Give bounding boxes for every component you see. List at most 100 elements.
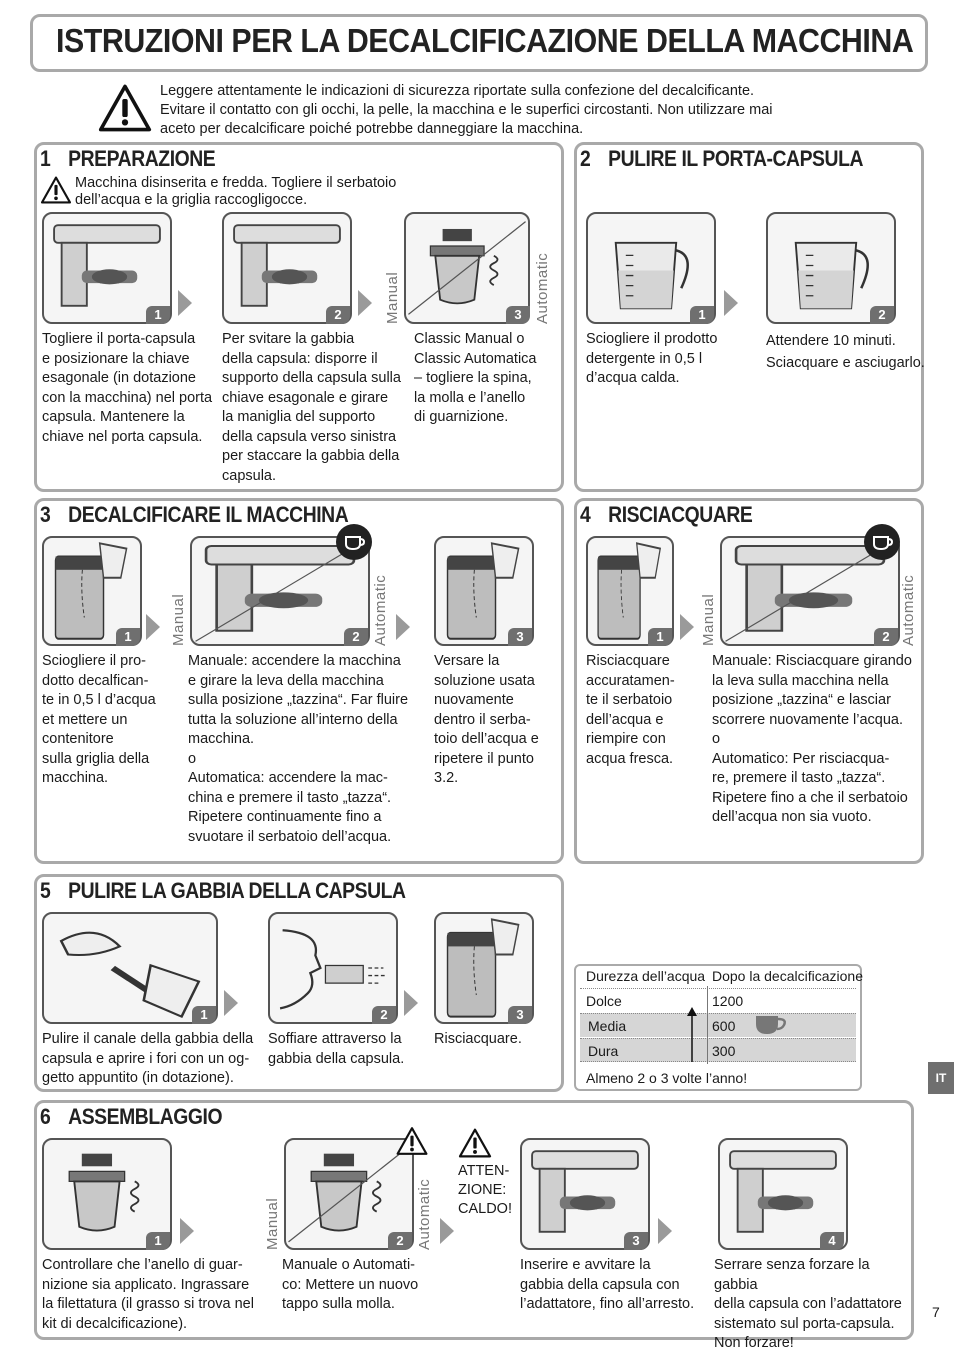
arrow-up-icon xyxy=(687,1007,697,1062)
page-number: 7 xyxy=(932,1304,940,1320)
section-5-frame xyxy=(34,874,564,1092)
step-1-3-caption: Classic Manual o Classic Automatica – to… xyxy=(414,331,537,425)
section-1-frame xyxy=(34,142,564,492)
page-title: ISTRUZIONI PER LA DECALCIFICAZIONE DELLA… xyxy=(56,22,914,59)
step-badge: 3 xyxy=(624,1232,648,1250)
arrow-right-icon xyxy=(178,290,192,316)
step-2-2-image xyxy=(766,212,896,324)
warning-icon xyxy=(458,1128,492,1158)
automatic-label: Automatic xyxy=(900,574,917,646)
step-badge: 2 xyxy=(326,306,350,324)
step-5-1-image xyxy=(42,912,218,1024)
cup-button-icon xyxy=(864,524,900,560)
step-5-2-caption: Soffiare attraverso la gabbia della caps… xyxy=(268,1031,405,1067)
step-1-1-image xyxy=(42,212,172,324)
step-5-1-caption: Pulire il canale della gabbia della caps… xyxy=(42,1031,254,1086)
automatic-label: Automatic xyxy=(534,252,551,324)
table-row: Media 600 xyxy=(580,1013,856,1037)
step-badge: 1 xyxy=(648,628,672,646)
manual-label: Manual xyxy=(700,593,717,646)
arrow-right-icon xyxy=(724,290,738,316)
step-4-1-image xyxy=(586,536,674,646)
step-2-1-image xyxy=(586,212,716,324)
arrow-right-icon xyxy=(404,990,418,1016)
table-footer: Almeno 2 o 3 volte l’anno! xyxy=(586,1070,748,1086)
step-3-1-caption: Sciogliere il pro- dotto decalfican- te … xyxy=(42,653,156,786)
step-6-1-image xyxy=(42,1138,172,1250)
table-row: Dolce 1200 xyxy=(580,988,856,1012)
step-5-3-caption: Risciacquare. xyxy=(434,1031,522,1047)
step-6-2-caption: Manuale o Automati- co: Mettere un nuovo… xyxy=(282,1257,419,1312)
step-badge: 3 xyxy=(508,628,532,646)
safety-warning: Leggere attentamente le indicazioni di s… xyxy=(160,83,773,137)
manual-label: Manual xyxy=(170,593,187,646)
arrow-right-icon xyxy=(146,614,160,640)
step-badge: 2 xyxy=(372,1006,396,1024)
step-3-2-caption: Manuale: accendere la macchina e girare … xyxy=(188,653,409,845)
table-row: Dura 300 xyxy=(580,1038,856,1062)
step-3-2-image xyxy=(190,536,370,646)
manual-label: Manual xyxy=(384,271,401,324)
hot-caution: ATTEN- ZIONE: CALDO! xyxy=(458,1163,512,1217)
step-1-1-caption: Togliere il porta-capsula e posizionare … xyxy=(42,331,213,445)
step-badge: 1 xyxy=(146,1232,170,1250)
arrow-right-icon xyxy=(224,990,238,1016)
step-badge: 3 xyxy=(506,306,530,324)
arrow-right-icon xyxy=(396,614,410,640)
table-divider xyxy=(707,986,708,1064)
arrow-right-icon xyxy=(440,1218,454,1244)
step-badge: 2 xyxy=(870,306,894,324)
cup-button-icon xyxy=(336,524,372,560)
warning-icon xyxy=(98,82,152,134)
step-badge: 1 xyxy=(146,306,170,324)
step-6-3-image xyxy=(520,1138,650,1250)
cup-icon xyxy=(756,1016,786,1034)
arrow-right-icon xyxy=(658,1218,672,1244)
step-3-3-image xyxy=(434,536,534,646)
step-1-3-image xyxy=(404,212,530,324)
arrow-right-icon xyxy=(180,1218,194,1244)
section-2-frame xyxy=(574,142,924,492)
section-4-frame xyxy=(574,498,924,864)
step-5-3-image xyxy=(434,912,534,1024)
step-6-2-image xyxy=(284,1138,414,1250)
section-1-note: Macchina disinserita e fredda. Togliere … xyxy=(75,175,397,208)
step-badge: 2 xyxy=(388,1232,412,1250)
step-1-2-caption: Per svitare la gabbia della capsula: dis… xyxy=(222,331,401,484)
step-6-4-caption: Serrare senza forzare la gabbia della ca… xyxy=(714,1257,902,1351)
warning-icon xyxy=(40,176,72,204)
title-frame xyxy=(30,14,928,72)
step-3-1-image xyxy=(42,536,142,646)
step-badge: 2 xyxy=(874,628,898,646)
step-badge: 4 xyxy=(820,1232,844,1250)
arrow-right-icon xyxy=(680,614,694,640)
manual-label: Manual xyxy=(264,1197,281,1250)
step-5-2-image xyxy=(268,912,398,1024)
step-badge: 3 xyxy=(508,1006,532,1024)
step-badge: 1 xyxy=(116,628,140,646)
language-tab: IT xyxy=(928,1062,954,1094)
table-header-hardness: Durezza dell’acqua xyxy=(586,968,706,984)
section-3-frame xyxy=(34,498,564,864)
automatic-label: Automatic xyxy=(372,574,389,646)
step-badge: 2 xyxy=(344,628,368,646)
step-6-1-caption: Controllare che l’anello di guar- nizion… xyxy=(42,1257,254,1332)
step-6-4-image xyxy=(718,1138,848,1250)
section-6-frame xyxy=(34,1100,914,1340)
step-2-2-caption: Attendere 10 minuti. Sciacquare e asciug… xyxy=(766,333,925,371)
table-header-after: Dopo la decalcificazione xyxy=(712,968,863,984)
step-4-1-caption: Risciacquare accuratamen- te il serbatoi… xyxy=(586,653,675,767)
arrow-right-icon xyxy=(358,290,372,316)
step-2-1-caption: Sciogliere il prodotto detergente in 0,5… xyxy=(586,331,718,386)
step-1-2-image xyxy=(222,212,352,324)
step-3-3-caption: Versare la soluzione usata nuovamente de… xyxy=(434,653,539,786)
warning-icon xyxy=(396,1126,428,1156)
step-6-3-caption: Inserire e avvitare la gabbia della caps… xyxy=(520,1257,695,1312)
step-badge: 1 xyxy=(192,1006,216,1024)
